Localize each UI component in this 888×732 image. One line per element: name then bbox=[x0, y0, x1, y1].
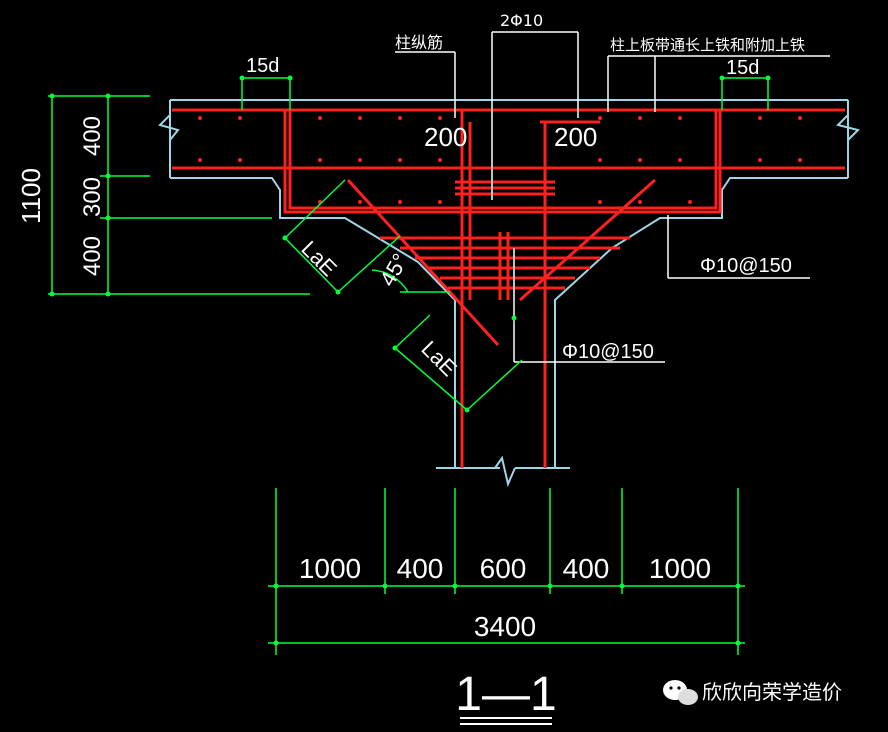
top-bars-label: 2Φ10 bbox=[500, 11, 543, 30]
horizontal-part-3: 600 bbox=[480, 553, 527, 584]
anchor-right-label: 15d bbox=[726, 57, 759, 79]
vertical-part-top: 400 bbox=[79, 116, 106, 156]
watermark: 欣欣向荣学造价 bbox=[663, 680, 842, 705]
dimension-ticks bbox=[49, 75, 771, 646]
horizontal-part-2: 400 bbox=[397, 553, 444, 584]
offset-right-label: 200 bbox=[554, 122, 597, 152]
watermark-text: 欣欣向荣学造价 bbox=[702, 681, 842, 704]
slab-top-rebar-label: 柱上板带通长上铁和附加上铁 bbox=[610, 36, 805, 54]
column-longitudinal-label: 柱纵筋 bbox=[395, 33, 443, 52]
rebar bbox=[172, 108, 845, 468]
anchor-left-label: 15d bbox=[246, 55, 279, 77]
rebar-dots bbox=[198, 116, 802, 204]
break-symbols bbox=[158, 114, 860, 488]
chat-bubble-icon bbox=[663, 680, 698, 705]
horizontal-total-dimension: 3400 bbox=[474, 611, 536, 642]
dimension-lines bbox=[48, 77, 769, 655]
lae-upper-label: LaE bbox=[296, 236, 341, 281]
offset-left-label: 200 bbox=[424, 122, 467, 152]
section-mark: 1—1 bbox=[455, 668, 556, 721]
horizontal-part-1: 1000 bbox=[299, 553, 361, 584]
vertical-total-dimension: 1100 bbox=[16, 168, 46, 224]
vertical-part-middle: 300 bbox=[79, 177, 106, 217]
stirrup-center-label: Φ10@150 bbox=[562, 341, 654, 363]
horizontal-part-5: 1000 bbox=[649, 553, 711, 584]
leader-lines bbox=[395, 31, 830, 363]
stirrup-right-label: Φ10@150 bbox=[700, 255, 792, 277]
horizontal-part-4: 400 bbox=[563, 553, 610, 584]
vertical-part-bottom: 400 bbox=[79, 236, 106, 276]
